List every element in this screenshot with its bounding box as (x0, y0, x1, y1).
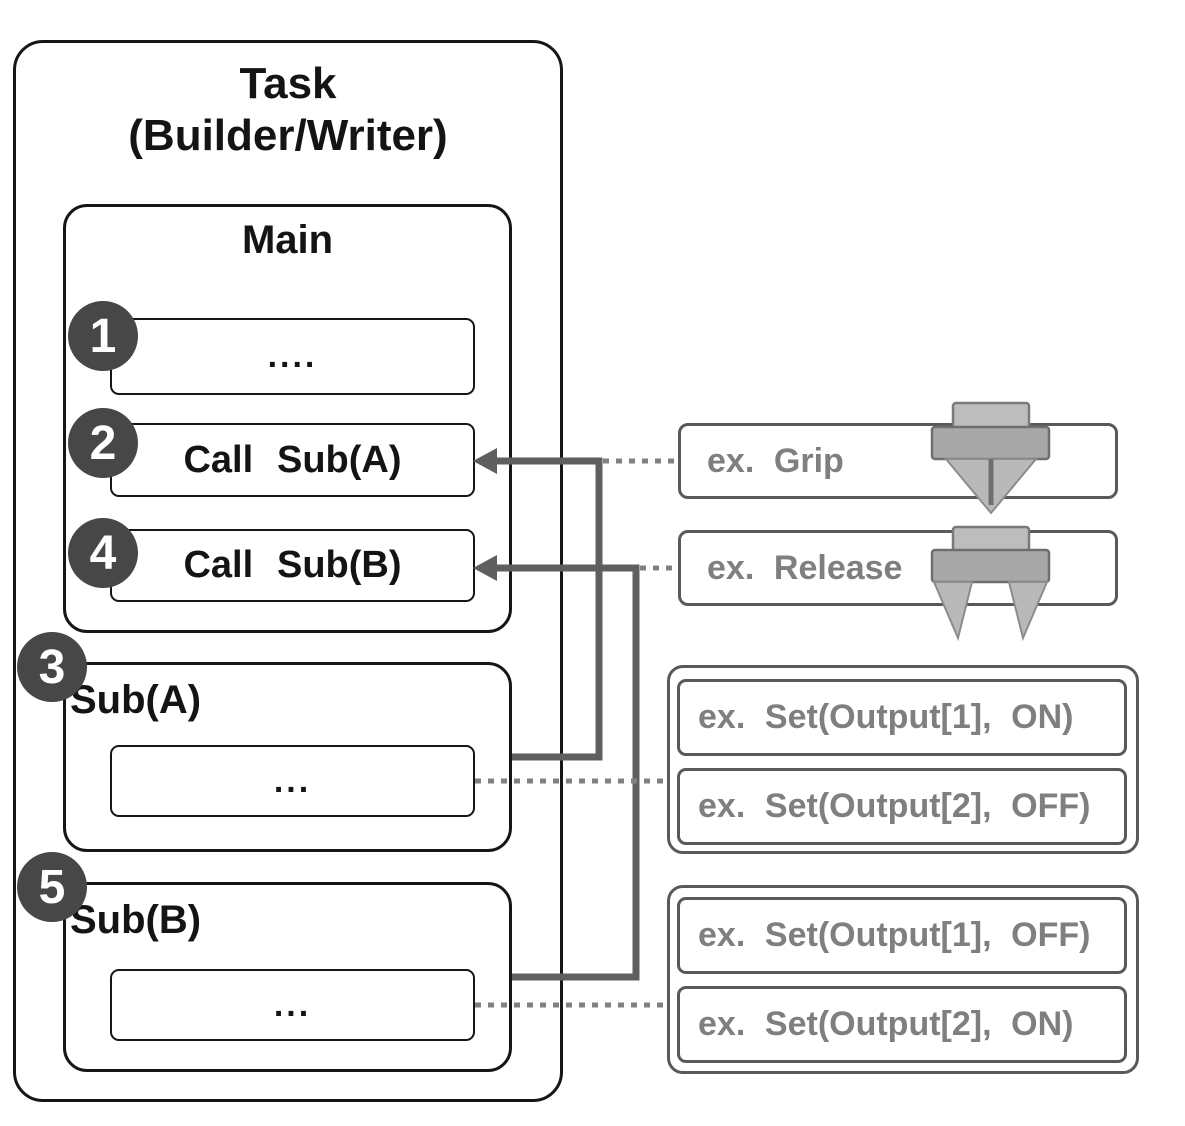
sub-b-body-label: ... (273, 985, 312, 1024)
example-release-label: ex. Release (707, 548, 903, 587)
main-step-1-box: .... (110, 318, 475, 395)
call-sub-a-label: Call Sub(A) (183, 438, 402, 481)
task-title: Task (Builder/Writer) (63, 58, 513, 162)
example-grip-box: ex. Grip (678, 423, 1118, 499)
example-set-b1-box: ex. Set(Output[1], OFF) (677, 897, 1127, 974)
sub-a-body-label: ... (273, 761, 312, 800)
task-title-line1: Task (239, 59, 337, 108)
main-title: Main (241, 218, 334, 262)
example-set-a2-box: ex. Set(Output[2], OFF) (677, 768, 1127, 845)
sub-a-title: Sub(A) (70, 678, 202, 722)
step-badge-2: 2 (68, 408, 138, 478)
step-badge-4: 4 (68, 518, 138, 588)
main-step-1-label: .... (267, 337, 318, 375)
step-badge-5: 5 (17, 852, 87, 922)
step-badge-1: 1 (68, 301, 138, 371)
sub-b-title: Sub(B) (70, 898, 202, 942)
main-step-2-box: Call Sub(A) (110, 423, 475, 497)
example-set-b2-label: ex. Set(Output[2], ON) (698, 1005, 1074, 1043)
sub-b-body-box: ... (110, 969, 475, 1041)
example-release-box: ex. Release (678, 530, 1118, 606)
sub-a-body-box: ... (110, 745, 475, 817)
main-step-4-box: Call Sub(B) (110, 529, 475, 602)
example-grip-label: ex. Grip (707, 441, 844, 480)
task-title-line2: (Builder/Writer) (128, 111, 448, 160)
example-set-a2-label: ex. Set(Output[2], OFF) (698, 787, 1091, 825)
call-sub-b-label: Call Sub(B) (183, 544, 402, 586)
example-set-a1-label: ex. Set(Output[1], ON) (698, 698, 1074, 736)
example-set-a1-box: ex. Set(Output[1], ON) (677, 679, 1127, 756)
example-set-b1-label: ex. Set(Output[1], OFF) (698, 916, 1091, 954)
example-set-b2-box: ex. Set(Output[2], ON) (677, 986, 1127, 1063)
step-badge-3: 3 (17, 632, 87, 702)
